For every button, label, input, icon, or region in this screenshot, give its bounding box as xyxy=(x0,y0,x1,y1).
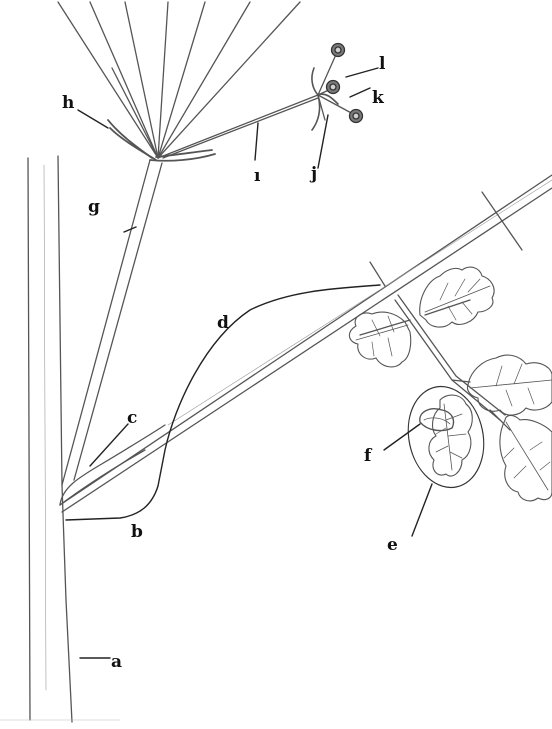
leaflet-middle-right xyxy=(467,355,552,415)
highlight-ellipse xyxy=(399,379,493,494)
main-stem xyxy=(0,156,120,722)
label-e: e xyxy=(387,537,398,554)
leaflet-upper-right xyxy=(420,267,494,327)
petiole xyxy=(60,175,552,512)
label-c: c xyxy=(127,410,137,427)
label-h: h xyxy=(62,95,74,112)
label-i: ı xyxy=(254,168,260,185)
label-g: g xyxy=(88,199,100,216)
label-j: j xyxy=(311,166,317,183)
leaf-sheath xyxy=(60,425,165,505)
flowers xyxy=(327,44,363,123)
label-b: b xyxy=(131,524,143,541)
leader-lines xyxy=(66,68,432,658)
label-d: d xyxy=(217,315,229,332)
label-k: k xyxy=(372,90,384,107)
umbel-rays xyxy=(58,2,318,158)
label-a: a xyxy=(111,654,122,671)
label-f: f xyxy=(364,448,371,465)
label-l: l xyxy=(379,56,385,73)
